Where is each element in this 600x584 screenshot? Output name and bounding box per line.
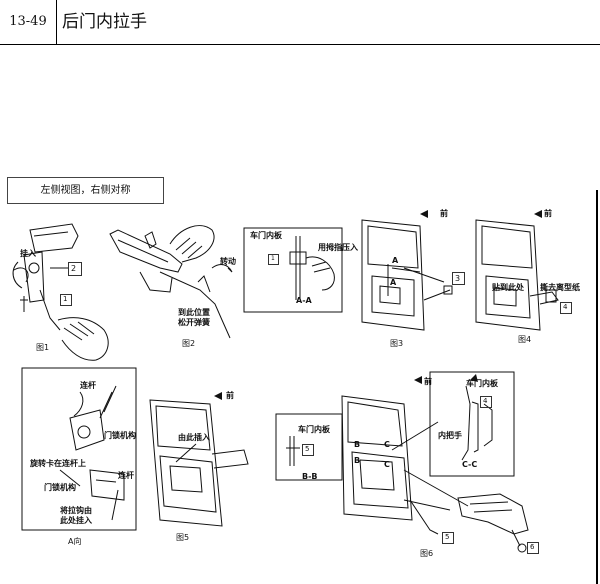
fig3-callout-1-box: 1 [268,254,279,265]
fig2-caption: 图2 [182,339,196,348]
fig6-callout-4-box: 4 [480,396,492,408]
page-header: 13-49 后门内拉手 [0,0,600,45]
fig3-caption: 图3 [390,339,404,348]
fig5-drawing [21,367,249,531]
page-number: 13-49 [0,0,57,44]
fig3-label-a1: A [392,256,399,265]
fig3-callout-3-box: 3 [452,272,465,285]
fig6-label-b2: B [354,456,361,465]
fig3-label-a2: A [390,278,397,287]
fig6-caption: 图6 [420,549,434,558]
fig5-label-rod: 连杆 [80,381,96,390]
fig4-caption: 图4 [518,335,532,344]
fig6-callout-6: 6 [530,543,535,551]
fig3-label-press: 用拇指压入 [318,243,358,252]
fig4-label-front: 前 [544,209,552,218]
fig6-label-b1: B [354,440,361,449]
fig6-label-c2: C [384,460,390,469]
fig4-callout-4: 4 [563,303,568,311]
fig1-callout-2-box: 2 [68,262,82,276]
fig3-drawing [243,219,453,331]
fig5-label-lock2: 门锁机构 [44,483,76,492]
fig5-label-hook: 将拉钩由 此处挂入 [60,506,92,525]
fig1-drawing [12,223,109,361]
fig2-drawing [109,225,233,339]
fig1-callout-2: 2 [71,264,77,273]
fig6-callout-5a: 5 [305,445,310,453]
fig2-label-release: 到此位置 松开弹簧 [178,308,210,327]
fig3-callout-3: 3 [455,274,461,283]
right-margin-line [596,190,598,584]
fig6-label-panel: 车门内板 [298,425,330,434]
fig1-callout-1-box: 1 [60,294,72,306]
view-note: 左侧视图，右侧对称 [7,177,164,204]
fig6-label-panel2: 车门内板 [466,379,498,388]
fig6-label-front: 前 [424,377,432,386]
fig6-callout-6-box: 6 [527,542,539,554]
fig5-caption: 图5 [176,533,190,542]
fig3-label-panel: 车门内板 [250,231,282,240]
fig3-section-aa: A-A [296,296,312,305]
fig3-label-front: 前 [440,209,448,218]
fig6-callout-4: 4 [483,397,488,405]
fig2-label-rotate: 转动 [220,257,236,266]
fig4-drawing [475,219,559,331]
fig5-label-front: 前 [226,391,234,400]
fig6-drawing [275,371,529,553]
fig5-view: A向 [68,537,82,546]
fig1-caption: 图1 [36,343,50,352]
fig5-label-rod2: 连杆 [118,471,134,480]
fig3-callout-1: 1 [271,255,275,262]
fig5-label-clip: 旋转卡在连杆上 [30,459,86,468]
fig5-label-lock: 门锁机构 [104,431,136,440]
fig4-label-tear: 撕去离型纸 [540,283,580,292]
fig6-label-handle: 内把手 [438,431,462,440]
fig1-callout-1: 1 [63,295,68,303]
fig6-callout-5b-box: 5 [442,532,454,544]
page-title: 后门内拉手 [62,12,147,32]
fig6-section-cc: C-C [462,460,478,469]
fig6-callout-5a-box: 5 [302,444,314,456]
fig6-callout-5b: 5 [445,533,450,541]
fig4-callout-4-box: 4 [560,302,572,314]
fig1-label-insert: 挂入 [20,249,36,258]
fig4-label-stick: 贴到此处 [492,283,524,292]
fig6-section-bb: B-B [302,472,318,481]
fig5-label-insert: 由此插入 [178,433,210,442]
fig6-label-c1: C [384,440,390,449]
